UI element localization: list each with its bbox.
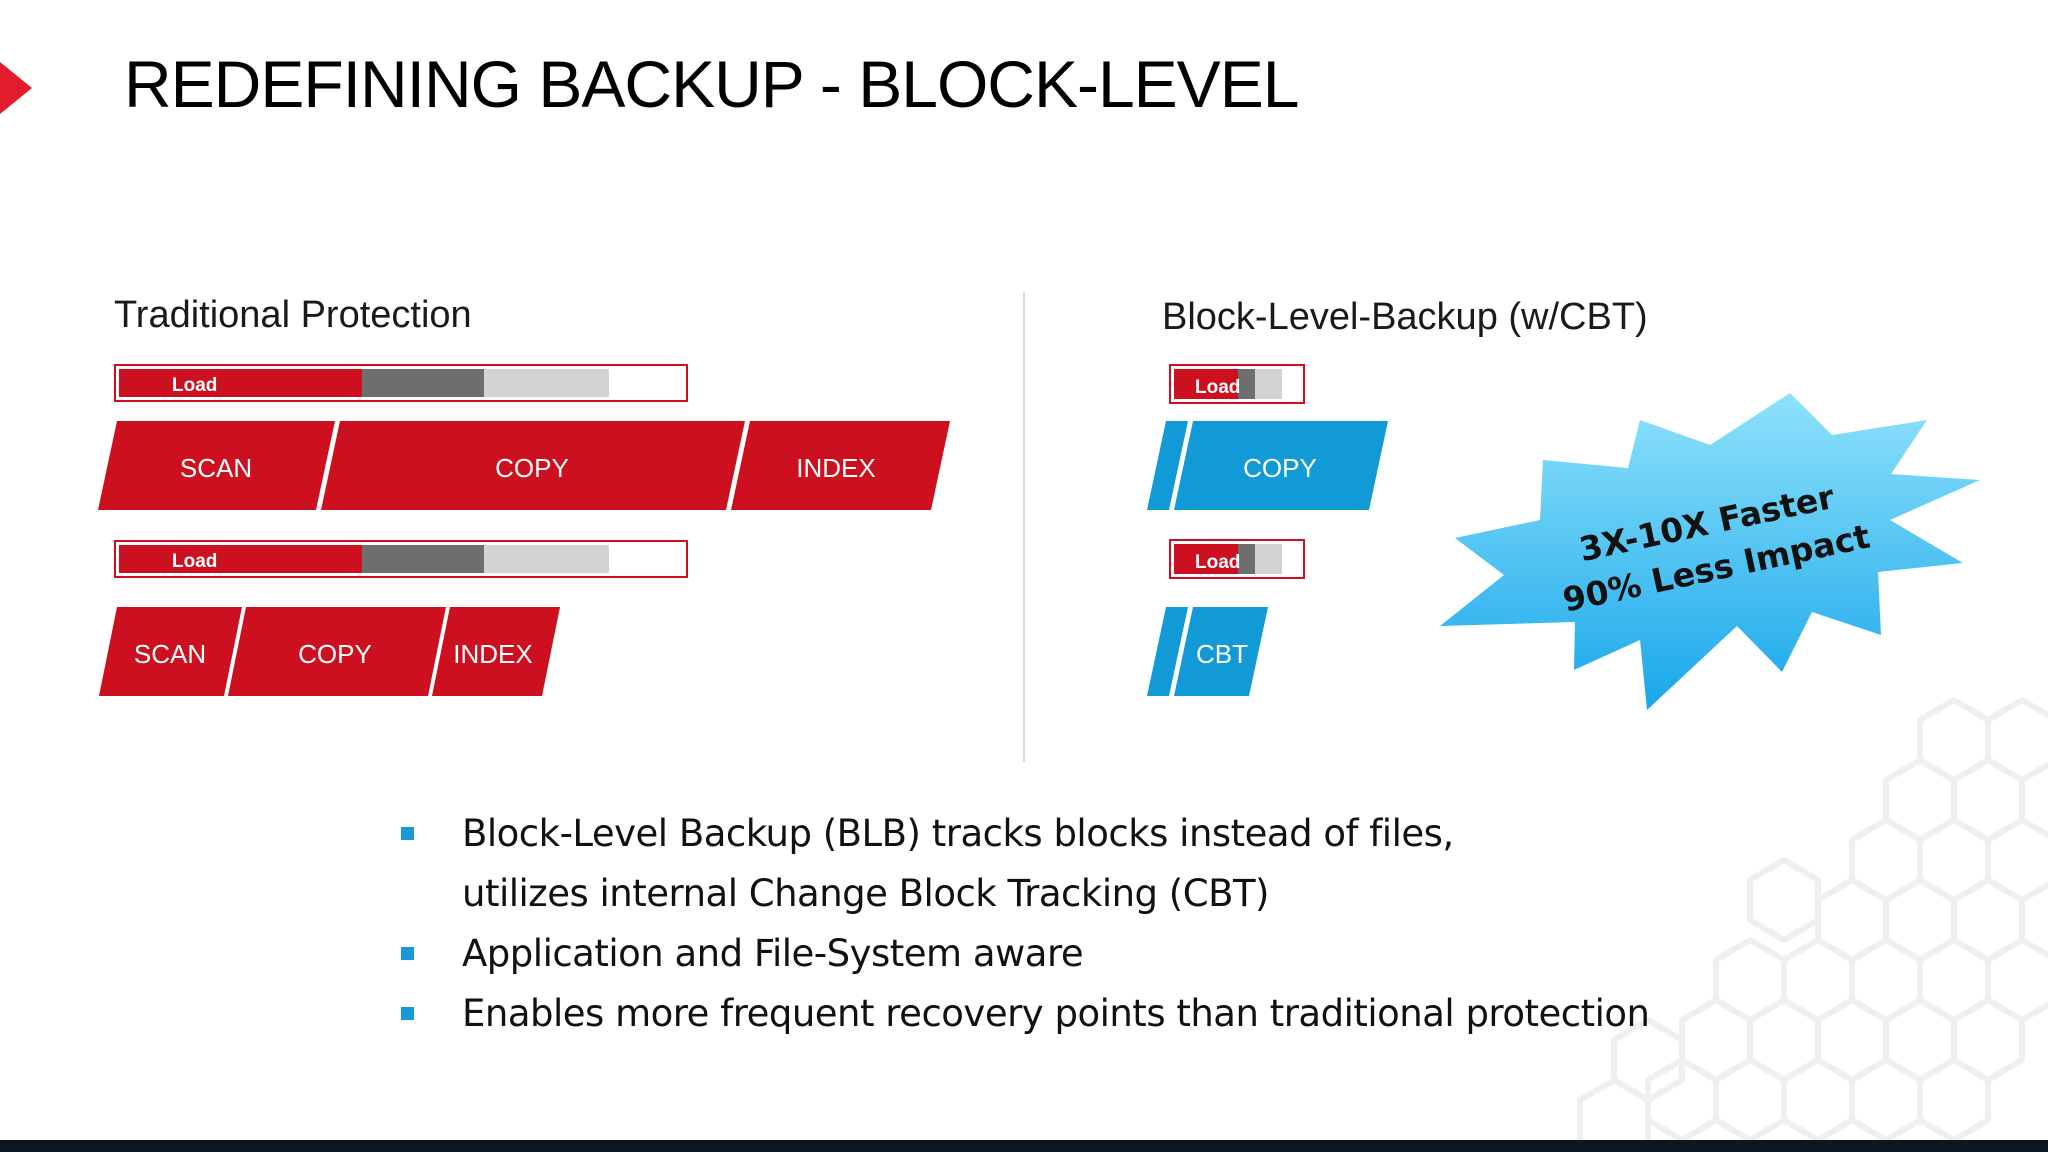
bullet-item: Block-Level Backup (BLB) tracks blocks i… [396,804,1649,924]
starburst-shape [1440,393,1980,710]
stage-copy [321,421,745,510]
bullet-list: Block-Level Backup (BLB) tracks blocks i… [396,804,1650,1044]
bottom-bar [0,1140,2048,1152]
load-bar: Load [1169,364,1305,404]
stage-scan [98,421,335,510]
bullet-square-icon [401,827,414,840]
bullet-square-icon [401,947,414,960]
stage-edge [1147,607,1188,696]
stage-copy-label: COPY [495,453,569,483]
stage-cbt-label: CBT [1196,639,1248,669]
stage-edge [1147,421,1188,510]
red-arrow-icon [0,62,32,114]
load-label: Load [172,551,217,572]
block-level-row-2: Load CBT [1147,539,1305,696]
stage-index [731,421,950,510]
load-label: Load [1195,377,1240,398]
stage-index-label: INDEX [453,639,532,669]
stage-index-label: INDEX [796,453,875,483]
traditional-heading: Traditional Protection [114,294,472,336]
stage-copy [228,607,446,696]
bullet-item: Enables more frequent recovery points th… [396,984,1650,1044]
bullet-text: Enables more frequent recovery points th… [462,992,1650,1035]
stage-copy-label: COPY [1243,453,1317,483]
traditional-row-1: Load SCAN COPY INDEX [98,364,950,510]
stage-scan-label: SCAN [180,453,252,483]
block-level-row-1: Load COPY [1147,364,1388,510]
bullet-square-icon [401,1007,414,1020]
stage-copy-label: COPY [298,639,372,669]
starburst-callout: 3X-10X Faster 90% Less Impact [1440,393,1980,710]
load-bar: Load [1169,539,1305,579]
stage-index [432,607,560,696]
stage-scan-label: SCAN [134,639,206,669]
bullet-text: Application and File-System aware [462,932,1084,975]
stage-scan [99,607,242,696]
cube-pattern [1577,696,2048,1152]
block-level-heading: Block-Level-Backup (w/CBT) [1162,296,1648,338]
stage-copy [1174,421,1388,510]
traditional-row-2: Load SCAN COPY INDEX [99,540,688,696]
slide-title: REDEFINING BACKUP - BLOCK-LEVEL [124,47,1299,121]
load-label: Load [1195,552,1240,573]
load-bar: Load [114,540,688,578]
stage-cbt [1174,607,1268,696]
bullet-text: Block-Level Backup (BLB) tracks blocks i… [462,812,1454,915]
load-label: Load [172,375,217,396]
load-bar: Load [114,364,688,402]
bullet-item: Application and File-System aware [396,924,1649,984]
